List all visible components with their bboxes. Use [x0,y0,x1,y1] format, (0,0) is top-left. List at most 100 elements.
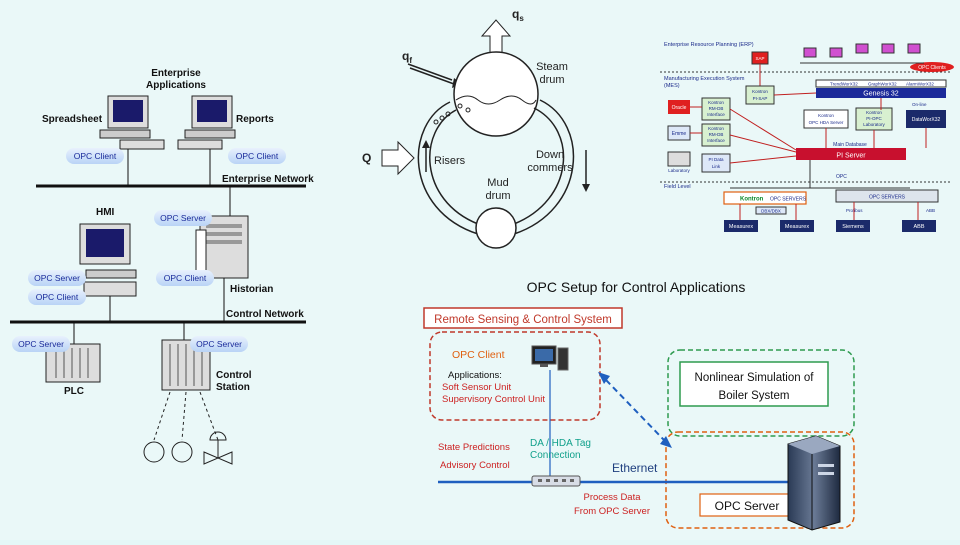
kontron-pi-opc-label-3: Laboratory [863,122,885,127]
enterprise-apps-label-2: Applications [146,80,206,91]
graphworx-label: GraphWorX32 [868,82,897,87]
kontron-rmdb2-label-1: Kontron [708,126,724,131]
field-sensor-icon [143,441,165,463]
hmi-computer-icon [79,223,137,297]
dataworx-label: DataWorX32 [912,117,941,123]
steam-drum-label-1: Steam [536,61,568,73]
downcomer-pipe [513,107,565,225]
mud-drum-label-2: drum [485,190,510,202]
q-label: Q [362,151,371,165]
dbx-label: DBX/DBX [761,209,781,214]
opc-bus-label: OPC [836,174,847,180]
kontron-rmdb-label-1: Kontron [708,100,724,105]
historian-server-icon [195,215,249,279]
opc-client-badge-text: OPC Client [164,273,207,283]
spreadsheet-label: Spreadsheet [42,114,103,125]
oracle-label: Oracle [672,105,687,111]
control-station-icon [153,339,219,441]
abb-bus-label: ABB [926,208,935,213]
opc-client-workstations [803,43,921,58]
kontron-opc-hda-label-2: OPC HDA Server [809,120,844,125]
erp-label: Enterprise Resource Planning (ERP) [664,42,754,48]
opc-server-badge-text: OPC Server [160,213,206,223]
trendworx-label: TrendWorX32 [830,82,858,87]
control-network-label: Control Network [226,309,304,320]
enterprise-apps-label-1: Enterprise [151,68,201,79]
opc-server-badge-text: OPC Server [18,339,64,349]
opc-server-badge [154,210,212,226]
advisory-control-label: Advisory Control [440,460,510,471]
control-station-label-1: Control [216,370,252,381]
remote-sensing-title-box [423,307,623,329]
opc-clients-badge [910,62,954,72]
kontron-opc-servers-box [723,191,807,205]
kontron-rmdb2-label-2: RM-DB [709,132,724,137]
risers-label: Risers [434,155,466,167]
state-predictions-label: State Predictions [438,442,510,453]
workstation-icon [531,345,569,371]
opc-clients-label: OPC Clients [918,65,946,71]
qf-label: qf [402,49,412,65]
kontron-pi-sap-label-1: Kontron [752,89,768,94]
simulation-outer-box [667,349,855,437]
historian-label: Historian [230,284,273,295]
opc-client-badge [66,148,124,164]
boiler-drum-panel: qs qf Steam drum Mud drum Q Risers Down … [318,0,640,268]
field-level-label: Field Level [664,184,691,190]
kontron-rmdb-label-3: Interface [707,112,725,117]
abb-label: ABB [913,224,924,230]
mud-drum-icon [475,207,517,249]
pi-data-link-label-1: PI Data [708,157,724,162]
mes-label-1: Manufacturing Execution System [664,76,745,82]
steam-drum-label-2: drum [539,74,564,86]
supervisory-label: Supervisory Control Unit [442,394,545,405]
opc-client-badge [228,148,286,164]
simulation-box [679,361,829,407]
genesis-label: Genesis 32 [863,91,899,98]
server-tower-icon [787,435,841,531]
downcomers-label-2: commers [527,162,573,174]
opc-client-badge-text: OPC Client [36,292,79,302]
setup-title: OPC Setup for Control Applications [527,279,746,295]
opc-client-badge-text: OPC Client [74,151,117,161]
kontron-pi-opc-label-1: Kontron [866,110,882,115]
field-sensor-icon [171,441,193,463]
opc-client-badge-text: OPC Client [236,151,279,161]
emme-label: Emme [672,131,687,137]
kontron-opc-servers-label: Kontron [740,197,764,203]
steam-bubbles [433,103,471,125]
process-data-label-2: From OPC Server [574,506,650,517]
opc-server-badge [190,336,248,352]
sap-label: SAP [755,56,764,61]
genesis-toolbar [815,79,947,88]
kontron-opc-servers-label-2: OPC SERVERS [770,197,807,203]
kontron-pi-opc-label-2: PI-OPC [866,116,882,121]
opc-client-label: OPC Client [452,349,505,361]
control-station-label-2: Station [216,382,250,393]
da-hda-label-1: DA / HDA Tag [530,438,591,449]
process-data-label-1: Process Data [583,492,641,503]
plc-label: PLC [64,386,84,397]
siemens-label: Siemens [842,224,864,230]
pi-server-label: PI Server [836,153,866,160]
erp-mes-panel: Enterprise Resource Planning (ERP) Manuf… [640,0,960,268]
genesis-bar [816,88,946,98]
oracle-box [668,100,690,114]
steam-drum-icon [453,51,539,137]
feedwater-arrow [407,63,453,81]
riser-pipe [429,109,479,225]
hmi-label: HMI [96,207,115,218]
simulation-label-1: Nonlinear Simulation of [695,372,815,384]
online-label: On-line [912,102,927,107]
remote-sensing-title: Remote Sensing & Control System [434,314,612,326]
measurex-label: Measurex [785,224,809,230]
valve-icon [203,431,233,465]
alarmworx-label: AlarmWorX32 [906,82,934,87]
measurex-box [780,220,814,232]
laboratory-computer-icon [667,151,691,167]
dbx-box [755,206,787,215]
reports-computer-icon [177,95,236,150]
opc-servers-label: OPC SERVERS [869,195,906,201]
enterprise-network-label: Enterprise Network [222,174,314,185]
ethernet-label: Ethernet [612,461,658,475]
